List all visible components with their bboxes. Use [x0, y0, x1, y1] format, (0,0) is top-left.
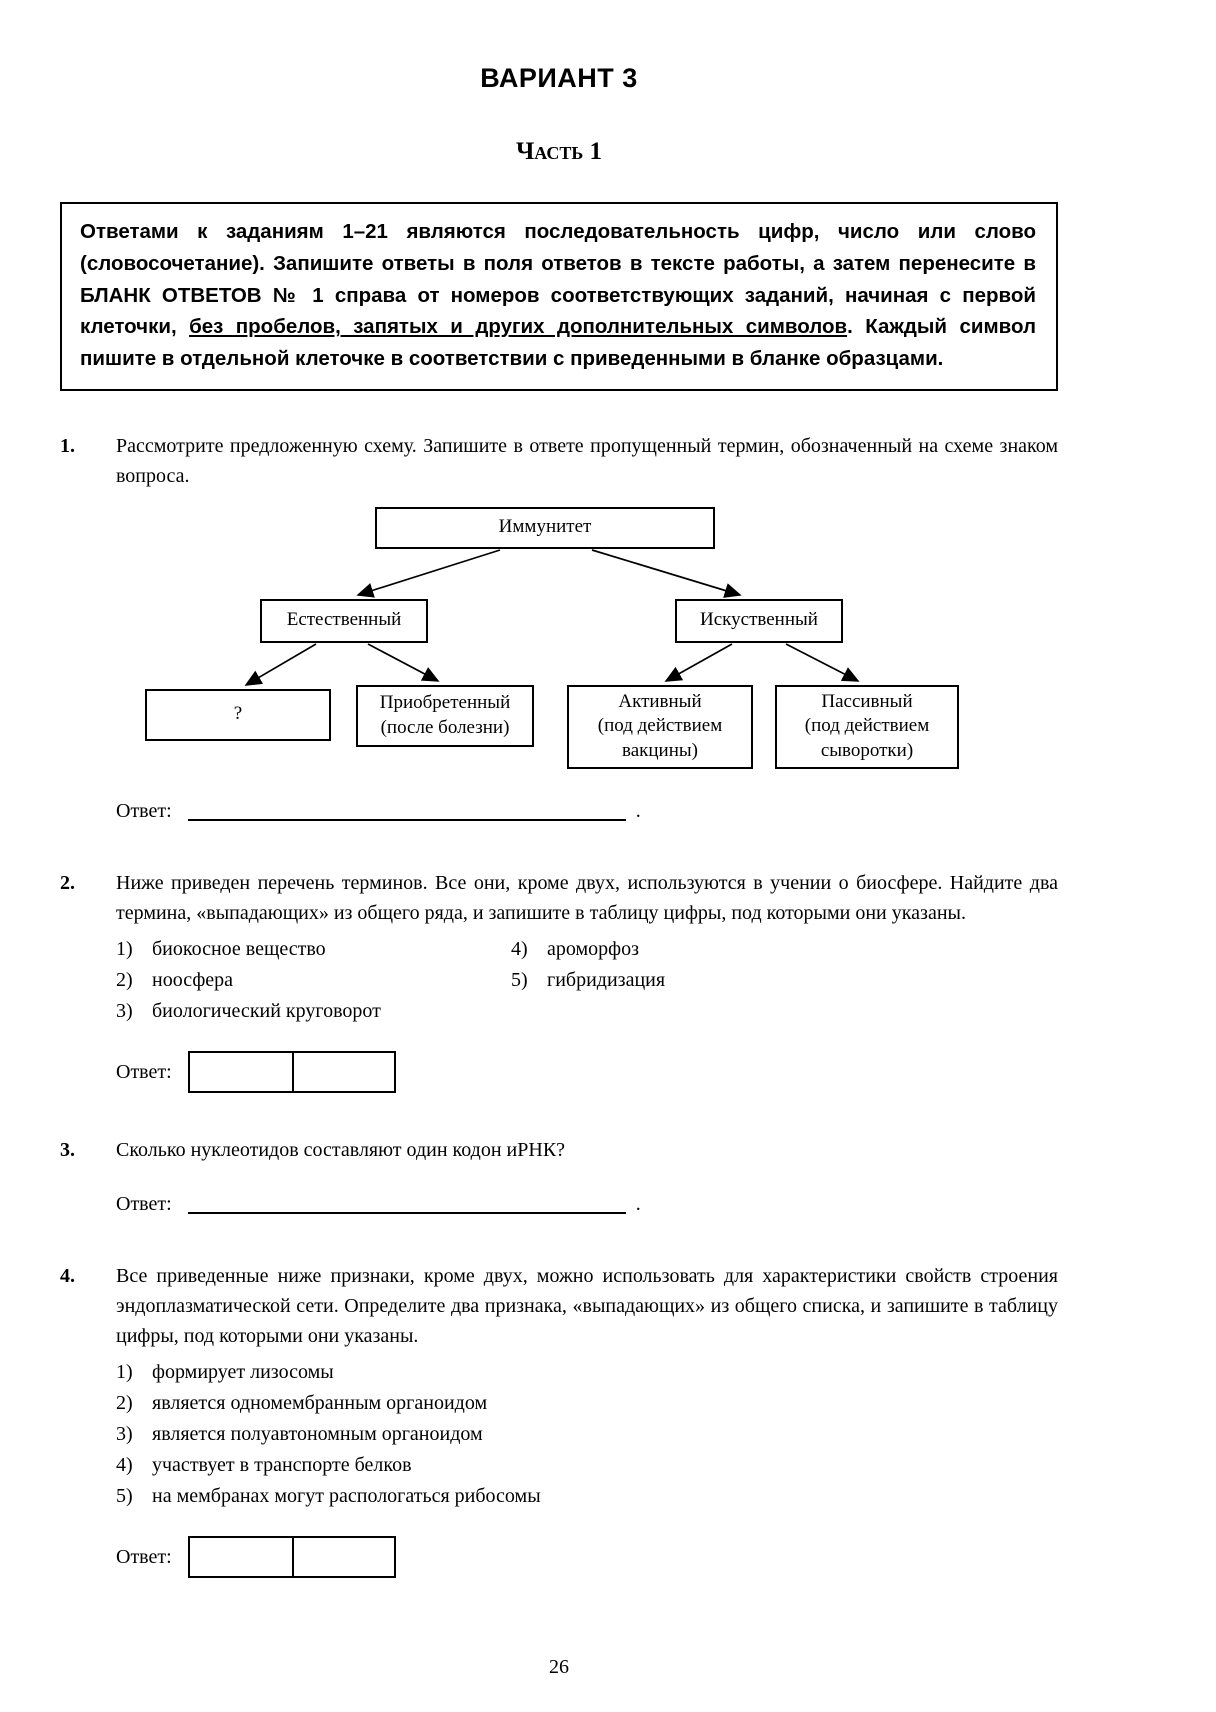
- item-number: 4): [511, 937, 528, 960]
- answer-label: Ответ:: [116, 1545, 172, 1568]
- features-list: 1) формирует лизосомы 2) является одномемб…: [116, 1357, 1058, 1512]
- diagram-node-active: Активный (под действием вакцины): [567, 684, 753, 769]
- answer-label: Ответ:: [116, 1060, 172, 1083]
- immunity-diagram: Иммунитет Естественный Искуственный ? Пр…: [130, 506, 990, 772]
- item-text: участвует в транспорте белков: [152, 1453, 412, 1476]
- instruction-text-end: . Каждый символ пишите в отдельной клето…: [80, 315, 1036, 371]
- item-text: гибридизация: [547, 968, 666, 991]
- part-title: Часть 1: [515, 137, 603, 165]
- item-text: ноосфера: [152, 968, 234, 991]
- question-4: 4. Все приведенные ниже признаки, кроме …: [60, 1261, 1058, 1578]
- list-item: 4) участвует в транспорте белков: [116, 1450, 1058, 1481]
- diagram-node-passive: Пассивный (под действием сыворотки): [775, 684, 959, 769]
- instruction-blank-form-name: БЛАНК ОТВЕТОВ № 1: [80, 283, 324, 307]
- instruction-box: Ответами к заданиям 1–21 являются послед…: [60, 202, 1058, 391]
- answer-cell: [291, 1537, 394, 1576]
- list-item: 1) формирует лизосомы: [116, 1357, 1058, 1388]
- item-number: 3): [116, 999, 133, 1022]
- item-text: на мембранах могут распологаться рибосом…: [152, 1484, 541, 1507]
- question-text: Рассмотрите предложенную схему. Запишите…: [116, 434, 1058, 487]
- list-item: 4) ароморфоз: [511, 934, 1058, 965]
- answer-table: [187, 1050, 396, 1093]
- diagram-arrows: [244, 549, 860, 686]
- answer-label: Ответ:: [116, 799, 172, 822]
- item-text: является полуавтономным органоидом: [152, 1422, 483, 1445]
- answer-period: .: [635, 1192, 641, 1215]
- list-item: 2) ноосфера: [116, 965, 511, 996]
- item-number: 2): [116, 968, 133, 991]
- question-text: Ниже приведен перечень терминов. Все они…: [116, 871, 1058, 924]
- list-item: 5) на мембранах могут распологаться рибос…: [116, 1481, 1058, 1512]
- item-number: 3): [116, 1422, 133, 1445]
- question-number: 4.: [60, 1264, 75, 1287]
- variant-title: ВАРИАНТ 3: [480, 63, 638, 93]
- item-number: 5): [116, 1484, 133, 1507]
- item-number: 1): [116, 937, 133, 960]
- question-2: 2. Ниже приведен перечень терминов. Все …: [60, 868, 1058, 1093]
- item-text: ароморфоз: [547, 937, 640, 960]
- item-number: 2): [116, 1391, 133, 1414]
- diagram-node-artificial: Искуственный: [675, 598, 843, 643]
- item-text: формирует лизосомы: [152, 1360, 334, 1383]
- answer-blank-line: [187, 801, 626, 821]
- list-item: 3) биологический круговорот: [116, 996, 511, 1027]
- diagram-node-question-mark: ?: [145, 688, 331, 741]
- list-item: 5) гибридизация: [511, 965, 1058, 996]
- instruction-text-mid: справа от номеров соответствующих задани…: [80, 283, 1036, 339]
- question-3: 3. Сколько нуклеотидов составляют один к…: [60, 1135, 1058, 1219]
- diagram-node-acquired: Приобретенный (после болезни): [356, 684, 534, 747]
- item-text: биокосное вещество: [152, 937, 326, 960]
- answer-cell: [189, 1537, 292, 1576]
- list-item: 2) является одномембранным органоидом: [116, 1388, 1058, 1419]
- item-number: 5): [511, 968, 528, 991]
- terms-list: 1) биокосное вещество 2) ноосфера 3) биолог…: [116, 934, 1058, 1027]
- question-1: 1. Рассмотрите предложенную схему. Запиш…: [60, 431, 1058, 826]
- question-number: 2.: [60, 871, 75, 894]
- item-text: биологический круговорот: [152, 999, 381, 1022]
- question-text: Сколько нуклеотидов составляют один кодо…: [116, 1138, 566, 1161]
- answer-period: .: [635, 799, 641, 822]
- answer-cell: [291, 1052, 394, 1091]
- answer-cell: [189, 1052, 292, 1091]
- answer-label: Ответ:: [116, 1192, 172, 1215]
- diagram-node-immunity: Иммунитет: [375, 506, 715, 549]
- list-item: 3) является полуавтономным органоидом: [116, 1419, 1058, 1450]
- item-number: 1): [116, 1360, 133, 1383]
- question-number: 3.: [60, 1138, 75, 1161]
- question-number: 1.: [60, 434, 75, 457]
- answer-blank-line: [187, 1194, 626, 1214]
- item-text: является одномембранным органоидом: [152, 1391, 488, 1414]
- list-item: 1) биокосное вещество: [116, 934, 511, 965]
- page-number: 26: [549, 1656, 569, 1678]
- question-text: Все приведенные ниже признаки, кроме дву…: [116, 1264, 1058, 1347]
- instruction-text-intro: Ответами к заданиям 1–21 являются послед…: [80, 220, 1036, 275]
- instruction-text-underlined: без пробелов, запятых и других дополните…: [189, 315, 848, 339]
- diagram-node-natural: Естественный: [260, 598, 428, 643]
- item-number: 4): [116, 1453, 133, 1476]
- answer-table: [187, 1535, 396, 1578]
